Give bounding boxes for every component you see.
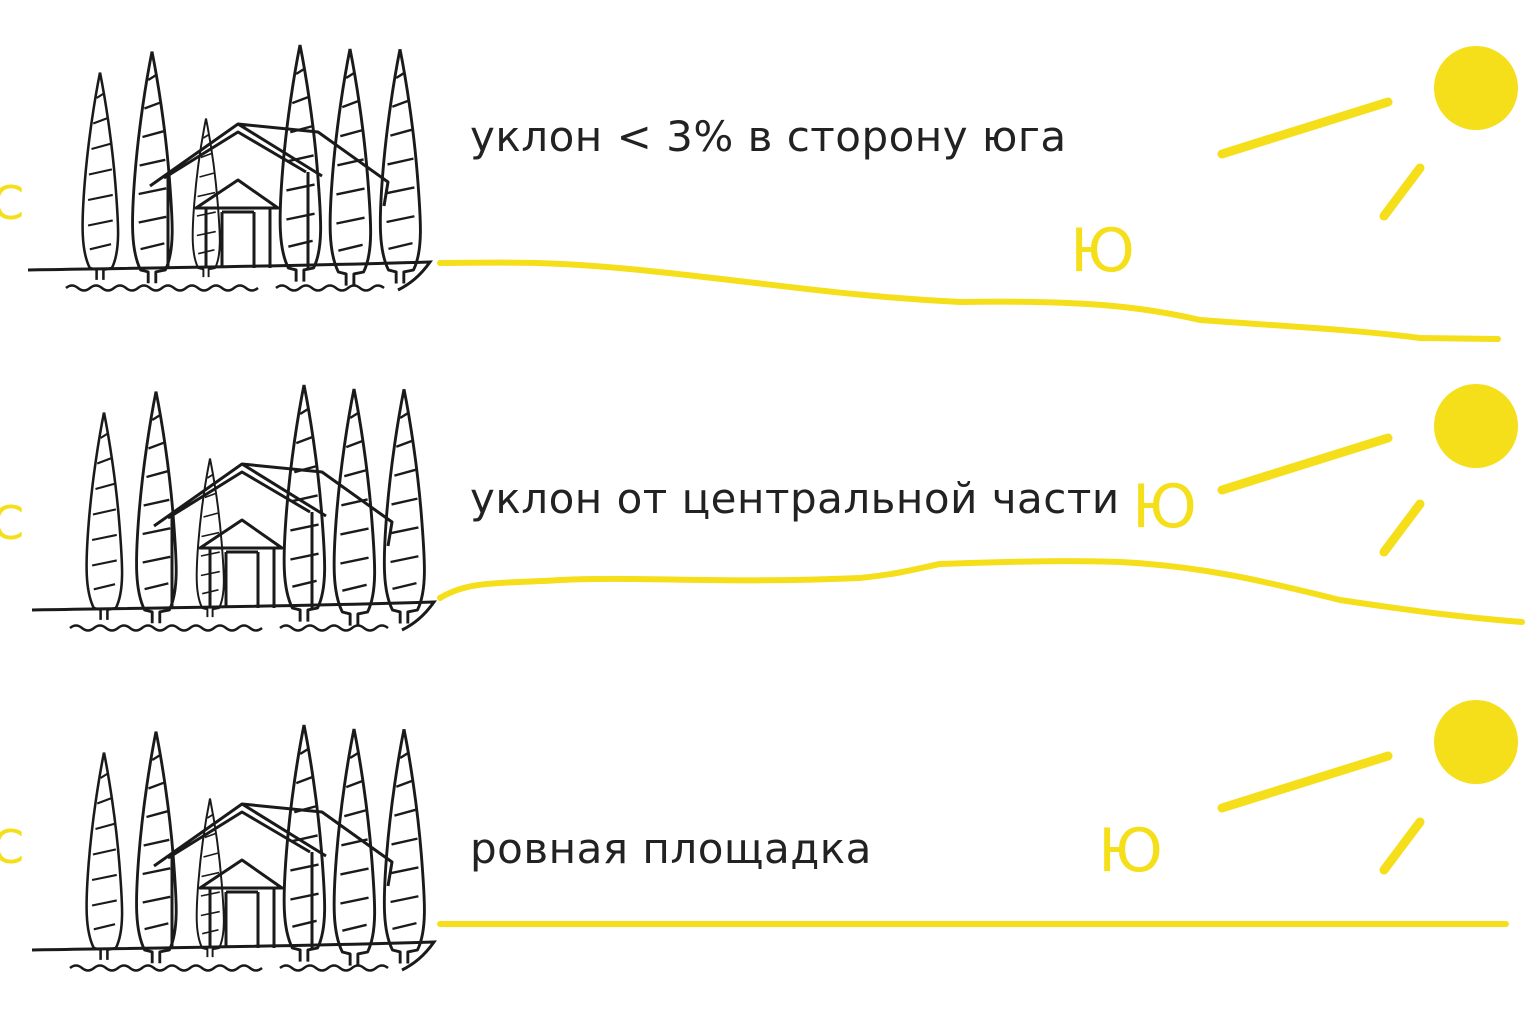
north-label: С bbox=[0, 820, 25, 874]
panel-2-drawing bbox=[0, 340, 1525, 680]
panel-slope-center: С Ю уклон от центральной части bbox=[0, 340, 1536, 680]
panel-slope-south: С Ю уклон < 3% в сторону юга bbox=[0, 0, 1536, 342]
terrain-line bbox=[437, 259, 1501, 342]
house-with-trees-icon bbox=[32, 385, 434, 631]
sun-icon bbox=[1217, 46, 1518, 221]
south-label: Ю bbox=[1132, 472, 1197, 542]
panel-caption: уклон < 3% в сторону юга bbox=[470, 112, 1067, 161]
terrain-line bbox=[437, 558, 1525, 625]
house-with-trees-icon bbox=[32, 725, 434, 971]
house-with-trees-icon bbox=[28, 45, 430, 291]
south-label: Ю bbox=[1070, 216, 1135, 286]
south-label: Ю bbox=[1098, 816, 1163, 886]
north-label: С bbox=[0, 176, 25, 230]
panel-caption: ровная площадка bbox=[470, 824, 872, 873]
panel-3-drawing bbox=[0, 700, 1518, 1020]
sun-icon bbox=[1217, 384, 1518, 557]
panel-1-drawing bbox=[0, 0, 1518, 342]
sun-icon bbox=[1217, 700, 1518, 875]
panel-flat: С Ю ровная площадка bbox=[0, 680, 1536, 1020]
panel-caption: уклон от центральной части bbox=[470, 474, 1120, 523]
north-label: С bbox=[0, 496, 25, 550]
